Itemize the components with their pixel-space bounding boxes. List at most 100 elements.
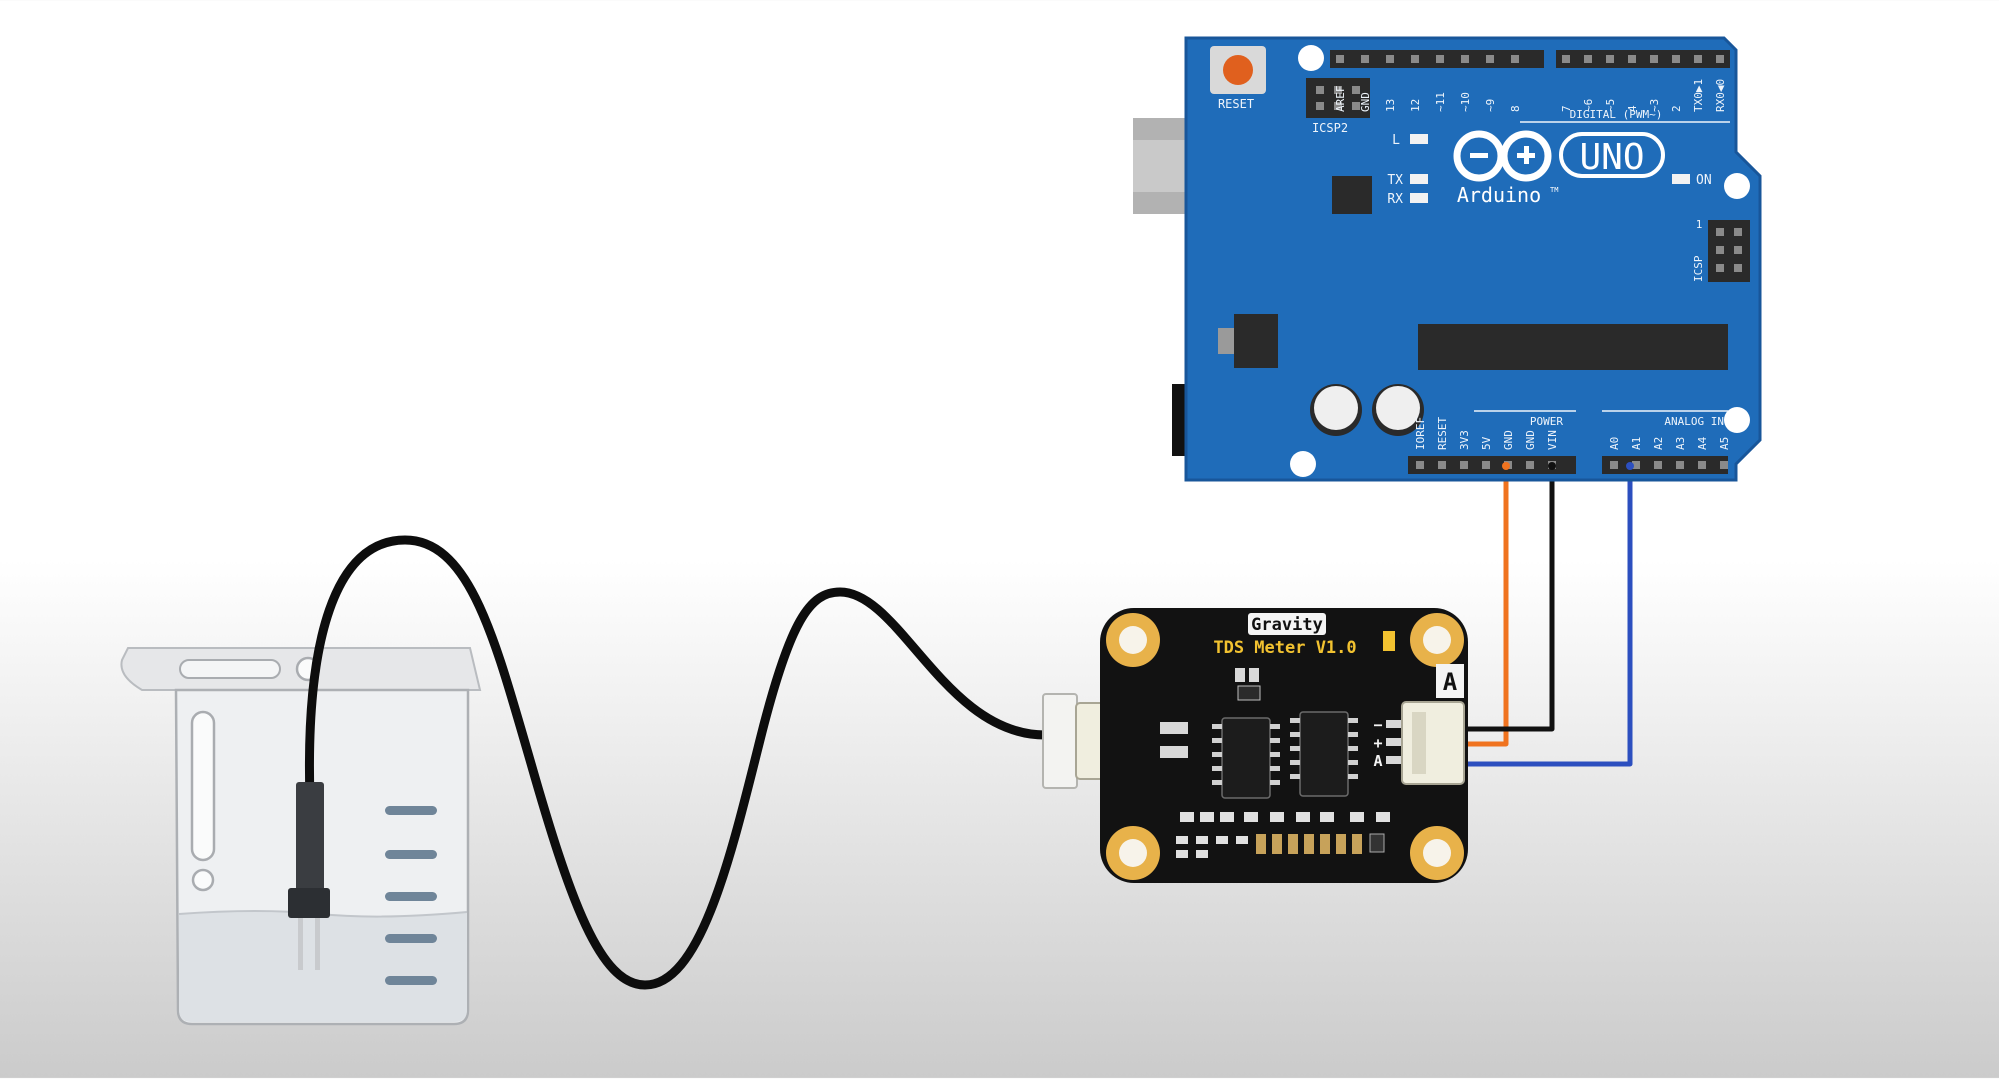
analog-header	[1602, 456, 1728, 474]
pin-label-plus: +	[1373, 734, 1382, 752]
power-pin-label: GND	[1524, 430, 1537, 450]
digital-pin	[1694, 55, 1702, 63]
analog-pin-labels: A0 A1 A2 A3 A4 A5	[1608, 436, 1731, 469]
mounting-hole	[1410, 826, 1464, 880]
pin-label-minus: −	[1373, 716, 1382, 734]
digital-pin-label: ~9	[1484, 99, 1497, 112]
capacitor	[1310, 384, 1362, 436]
analog-pin-label: A4	[1696, 436, 1709, 450]
analog-pin-label: A2	[1652, 437, 1665, 450]
digital-pin-label: 13	[1384, 99, 1397, 112]
power-pin-label: 3V3	[1458, 430, 1471, 450]
digital-pin-label: TX0▶1	[1692, 79, 1705, 112]
trademark-label: TM	[1550, 186, 1558, 194]
tds-meter-board: Gravity TDS Meter V1.0 A	[1100, 608, 1468, 883]
icsp-pin1-label: 1	[1696, 218, 1703, 231]
digital-pin-label: ~5	[1604, 99, 1617, 112]
digital-pin-label: RX0◀0	[1714, 79, 1727, 112]
digital-pin	[1436, 55, 1444, 63]
digital-pin	[1672, 55, 1680, 63]
wire-signal-a1	[1464, 466, 1633, 767]
power-pin-label: IOREF	[1414, 417, 1427, 450]
analog-pin	[1720, 461, 1728, 469]
digital-pin	[1461, 55, 1469, 63]
analog-pin-label: A0	[1608, 437, 1621, 450]
digital-pin	[1411, 55, 1419, 63]
analog-pin	[1632, 461, 1640, 469]
digital-pin-label: AREF	[1334, 86, 1347, 113]
digital-pin	[1650, 55, 1658, 63]
power-pin	[1526, 461, 1534, 469]
atmega-chip	[1418, 324, 1728, 370]
analog-pin	[1676, 461, 1684, 469]
brand-label: Arduino	[1457, 183, 1541, 207]
digital-pin-label: ~10	[1459, 92, 1472, 112]
analog-in-label: ANALOG IN	[1664, 415, 1724, 428]
power-pin	[1438, 461, 1446, 469]
on-label: ON	[1696, 173, 1712, 188]
mounting-hole	[1106, 826, 1160, 880]
ic-chip	[1212, 717, 1280, 799]
digital-pin-label: 12	[1409, 99, 1422, 112]
led-tx-label: TX	[1387, 173, 1403, 188]
digital-pin-label: 4	[1626, 105, 1639, 112]
digital-pin-label: ~11	[1434, 92, 1447, 112]
power-header	[1408, 456, 1576, 474]
mounting-hole	[1410, 613, 1464, 667]
arduino-infinity-logo-icon	[1453, 130, 1552, 182]
icsp-label: ICSP	[1692, 255, 1705, 282]
power-pin-label: VIN	[1546, 430, 1559, 450]
analog-pin	[1610, 461, 1618, 469]
reset-label: RESET	[1218, 97, 1254, 111]
power-pin	[1460, 461, 1468, 469]
power-pin	[1416, 461, 1424, 469]
reset-button	[1210, 46, 1266, 94]
power-pin	[1482, 461, 1490, 469]
icsp-header	[1708, 220, 1750, 282]
probe-cable	[305, 535, 1050, 990]
digital-pin	[1606, 55, 1614, 63]
digital-pin	[1361, 55, 1369, 63]
led-rx-label: RX	[1387, 192, 1403, 207]
digital-pin-label: 2	[1670, 105, 1683, 112]
digital-pin	[1511, 55, 1519, 63]
tds-probe	[288, 782, 330, 970]
digital-pin	[1562, 55, 1570, 63]
analog-pin-label: A1	[1630, 437, 1643, 450]
analog-pin	[1698, 461, 1706, 469]
gravity-brand-label: Gravity	[1251, 615, 1323, 635]
digital-pin	[1628, 55, 1636, 63]
mounting-hole	[1106, 613, 1160, 667]
led-l-label: L	[1392, 133, 1400, 148]
digital-pin	[1716, 55, 1724, 63]
model-label: UNO	[1579, 137, 1644, 178]
digital-label: DIGITAL (PWM~)	[1570, 108, 1663, 121]
digital-pin	[1336, 55, 1344, 63]
icsp2-header	[1306, 78, 1370, 118]
wire-5v	[1464, 466, 1509, 747]
digital-pin	[1584, 55, 1592, 63]
digital-pin-labels-right: 7 ~6 ~5 4 ~3 2 TX0▶1 RX0◀0	[1560, 55, 1727, 112]
digital-pin-label: ~6	[1582, 99, 1595, 112]
digital-pin	[1486, 55, 1494, 63]
power-pin-label: RESET	[1436, 417, 1449, 450]
digital-pin-label: ~3	[1648, 99, 1661, 112]
wire-gnd	[1464, 466, 1555, 732]
digital-pin-label: 7	[1560, 105, 1573, 112]
power-pin-label: GND	[1502, 430, 1515, 450]
analog-pin-label: A3	[1674, 437, 1687, 450]
pin-label-signal: A	[1373, 752, 1382, 770]
capacitor	[1372, 384, 1424, 436]
icsp2-label: ICSP2	[1312, 121, 1348, 135]
analog-pin-label: A5	[1718, 437, 1731, 450]
tds-board-title: TDS Meter V1.0	[1213, 638, 1356, 658]
power-label: POWER	[1530, 415, 1563, 428]
ic-chip	[1290, 711, 1358, 797]
analog-type-marker: A	[1443, 668, 1458, 696]
power-pin-label: 5V	[1480, 436, 1493, 450]
analog-pin	[1654, 461, 1662, 469]
